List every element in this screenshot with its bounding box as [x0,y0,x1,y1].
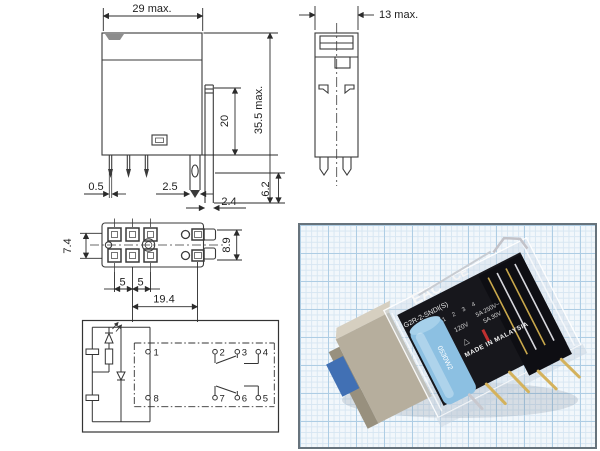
coil-circuit [85,321,151,423]
terminal-3-label: 3 [242,347,247,358]
bottom-view-dim-lines [80,229,242,322]
schematic-drawing: 1 2 3 4 8 7 6 5 [81,319,280,433]
terminal-7-label: 7 [220,393,225,404]
bottom-view-drawing: 7.4 8.9 5 5 19.4 [62,218,242,322]
front-height-dim-label: 35.5 max. [253,86,265,134]
relay-photo-art: 0530W2 G2R-2-SNDI(S) 1 2 3 4 EAC CE 120V… [326,236,588,429]
front-view-outline [101,32,214,203]
terminal-8-label: 8 [154,393,159,404]
front-terminal-width-dim-label: 2.5 [162,181,177,193]
relay-cap [326,300,432,429]
front-view-drawing: 29 max. 20 35.5 max. 6.2 0.5 2.5 2.4 [84,3,285,212]
contact-circuit [145,348,262,401]
front-terminal-thickness-dim-label: 0.5 [88,181,103,193]
terminal-4-label: 4 [263,347,268,358]
schematic-border [81,319,280,433]
relay-blue-label [326,356,360,397]
front-terminal-length-dim-label: 20 [219,115,231,127]
front-width-dim-label: 29 max. [132,3,171,15]
side-width-dim-label: 13 max. [379,9,418,21]
terminal-6-label: 6 [242,393,247,404]
front-tab-length-dim-label: 6.2 [260,181,272,196]
terminal-2-label: 2 [220,347,225,358]
terminal-1-label: 1 [154,347,159,358]
relay-photo: 0530W2 G2R-2-SNDI(S) 1 2 3 4 EAC CE 120V… [298,223,597,449]
relay-boundary-dashdot [133,342,275,408]
front-view-dim-lines [84,8,285,212]
ce-mark: CE [449,264,470,284]
relay-coil: 0530W2 [409,316,476,405]
side-view-drawing: 13 max. [299,6,418,186]
relay-red-mark [481,329,491,342]
front-tab-width-dim-label: 2.4 [221,196,236,208]
relay-contact-block [478,254,572,376]
bottom-tab-pitch-dim-label: 8.9 [221,237,233,252]
terminal-5-label: 5 [263,393,268,404]
vde-triangle-icon: △ [461,335,471,346]
bottom-pitch-a-dim-label: 5 [119,277,125,289]
bottom-overall-pitch-dim-label: 19.4 [153,294,174,306]
relay-pins [467,357,581,411]
side-view-dim-lines [299,6,374,30]
bottom-row-pitch-dim-label: 7.4 [62,238,74,253]
bottom-pitch-b-dim-label: 5 [137,277,143,289]
relay-clip [418,236,529,296]
